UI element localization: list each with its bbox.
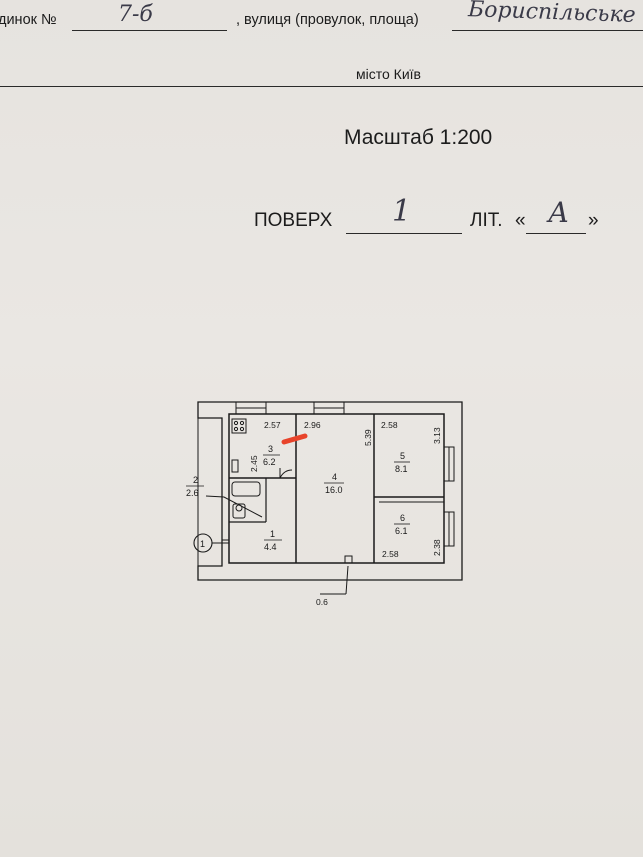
lit-underline — [526, 233, 586, 234]
sink — [231, 459, 239, 473]
bathtub — [231, 481, 261, 497]
city-label: місто Київ — [356, 66, 421, 82]
room-4-number: 4 — [332, 472, 337, 482]
toilet — [232, 503, 246, 519]
door-kitchen — [279, 468, 293, 479]
dim-238: 2.38 — [432, 539, 442, 556]
leader-room2 — [205, 495, 263, 518]
dim-257: 2.57 — [264, 420, 281, 430]
room-3-number: 3 — [268, 444, 273, 454]
room-1-area: 4.4 — [264, 542, 277, 552]
door-room6 — [344, 555, 353, 563]
room-6-number: 6 — [400, 513, 405, 523]
room-5-number: 5 — [400, 451, 405, 461]
floor-value: 1 — [392, 194, 412, 229]
dim-06: 0.6 — [316, 597, 328, 607]
street-label: , вулиця (провулок, площа) — [236, 12, 419, 28]
dim-258-bottom: 2.58 — [382, 549, 399, 559]
stove — [231, 418, 247, 434]
dim-296: 2.96 — [304, 420, 321, 430]
dim-313: 3.13 — [432, 427, 442, 444]
lit-close-quote: » — [588, 210, 599, 231]
dim-258-top: 2.58 — [381, 420, 398, 430]
room-2-number: 2 — [193, 475, 198, 485]
lit-open-quote: « — [515, 210, 526, 231]
lit-value: А — [548, 196, 570, 229]
room-4-area: 16.0 — [325, 485, 343, 495]
scale-title: Масштаб 1:200 — [344, 126, 493, 149]
floor-label: ПОВЕРХ — [254, 210, 333, 231]
highlight-mark — [281, 433, 308, 445]
header-rule — [0, 86, 643, 87]
house-number-label: динок № — [0, 12, 57, 28]
floor-underline — [346, 233, 462, 234]
room-6-area: 6.1 — [395, 526, 408, 536]
room-5-area: 8.1 — [395, 464, 408, 474]
dim-539: 5.39 — [363, 429, 373, 446]
room-3-area: 6.2 — [263, 457, 276, 467]
lit-label: ЛІТ. — [470, 210, 503, 231]
dim-245: 2.45 — [249, 455, 259, 472]
room-1-number: 1 — [270, 529, 275, 539]
room-2-area: 2.6 — [186, 488, 199, 498]
house-number-value: 7-б — [118, 2, 153, 27]
house-number-underline — [72, 30, 227, 31]
street-underline — [452, 30, 643, 31]
entrance-marker-label: 1 — [200, 539, 205, 549]
